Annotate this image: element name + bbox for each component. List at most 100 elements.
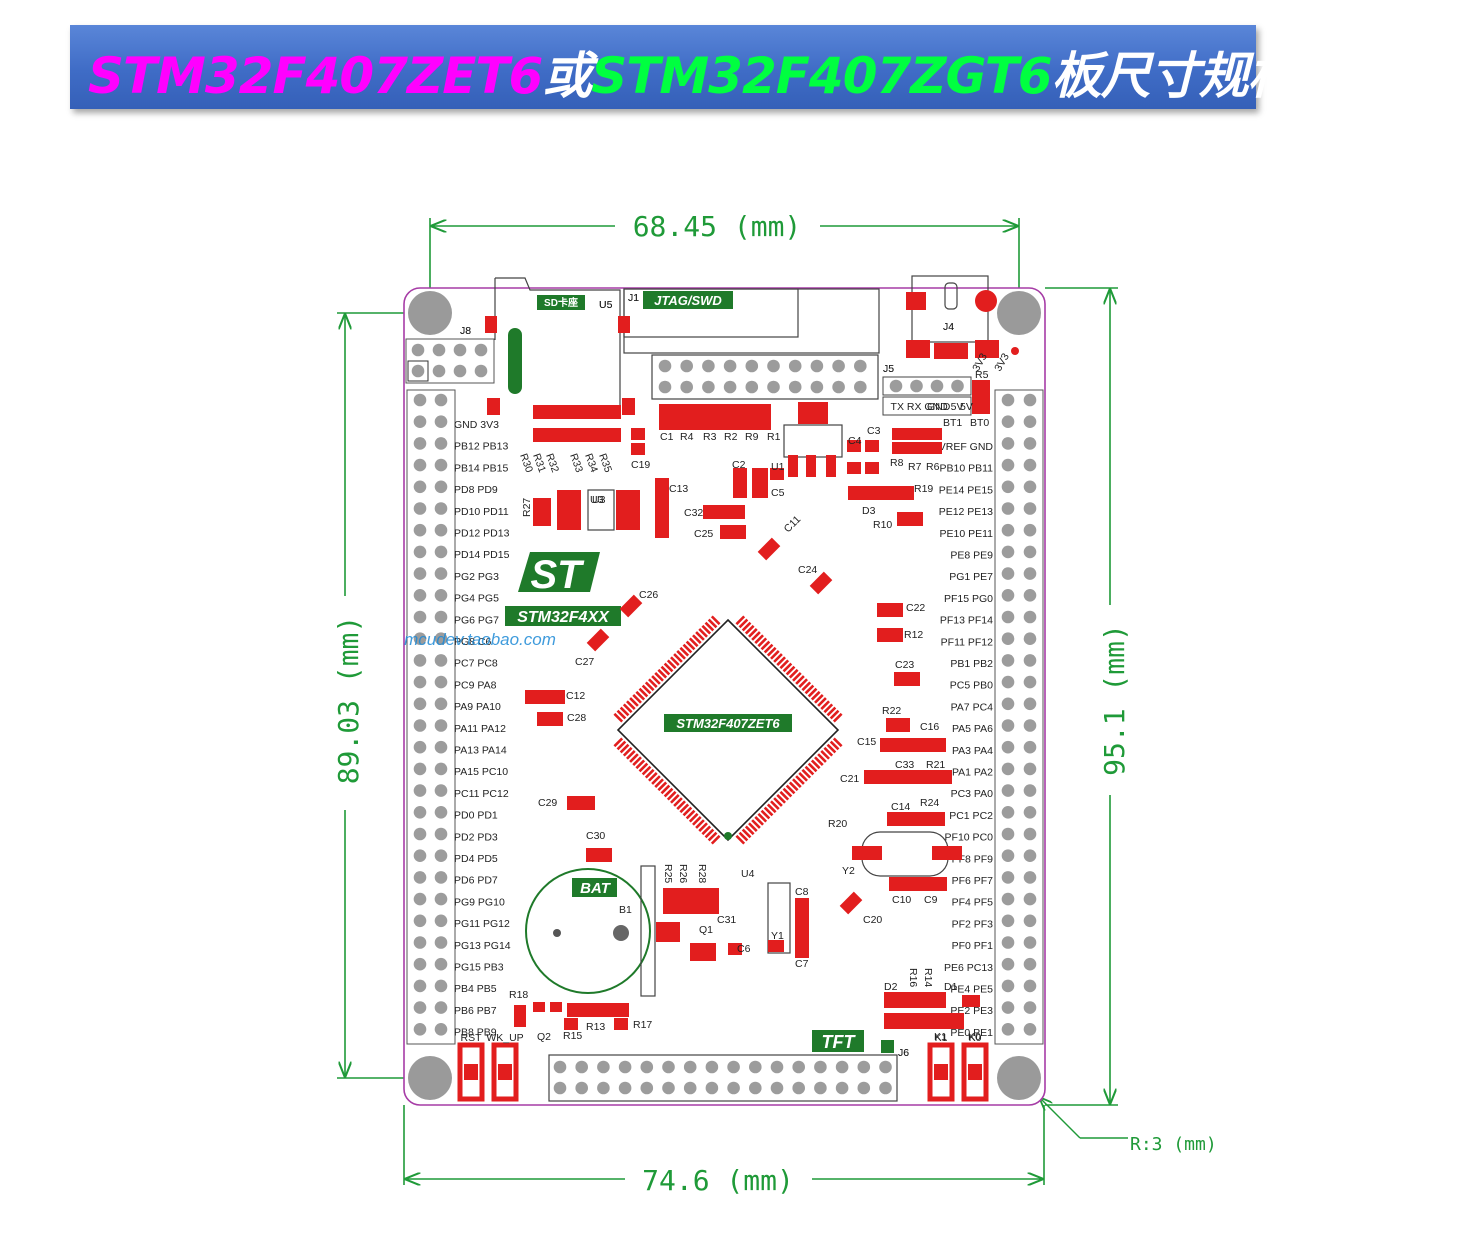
header-pin	[434, 979, 448, 993]
header-pin	[662, 1060, 675, 1074]
component-label: C2	[732, 459, 746, 471]
header-pin	[1001, 458, 1015, 472]
right-pin-label: PB1 PB2	[950, 658, 993, 670]
left-pin-label: PA11 PA12	[454, 723, 506, 735]
mcu-pin	[685, 809, 696, 820]
mcu-pin	[829, 709, 840, 720]
smd-pad	[663, 888, 719, 914]
header-pin	[413, 849, 427, 862]
smd-pad	[487, 398, 500, 415]
dimension-bottom	[403, 1105, 1045, 1185]
header-pin	[1023, 589, 1037, 602]
mcu-pin	[751, 631, 761, 641]
smd-pad	[932, 846, 962, 860]
mcu-pin	[735, 615, 746, 626]
header-pin	[745, 359, 759, 373]
header-pin	[770, 1081, 784, 1095]
mcu-pin	[798, 678, 808, 688]
mcu-pin	[651, 675, 661, 685]
mcu-pin	[814, 694, 824, 704]
battery-hole-a	[553, 929, 561, 937]
smd-pad	[514, 1005, 526, 1027]
mcu-pin	[619, 706, 630, 717]
header-pin	[1001, 914, 1015, 928]
header-pin	[434, 892, 448, 906]
smd-pad	[865, 440, 879, 452]
component-label: K1	[934, 1031, 947, 1043]
left-pin-label: PD6 PD7	[454, 875, 498, 887]
bat-label: BAT	[580, 880, 612, 897]
header-pin	[432, 343, 446, 357]
header-pin	[434, 654, 448, 667]
mcu-pin	[748, 628, 758, 638]
header-pin	[1001, 740, 1015, 754]
button-center	[498, 1064, 512, 1080]
mounting-hole-top-right	[997, 291, 1041, 335]
header-pin	[1023, 784, 1037, 797]
header-pin	[792, 1081, 805, 1095]
header-pin	[1001, 762, 1015, 776]
mcu-pin	[826, 743, 837, 754]
component-label: R19	[914, 483, 933, 495]
mcu-pin	[754, 634, 764, 644]
j5-label-box	[882, 396, 972, 416]
series-label-box	[505, 606, 621, 626]
component-label: C28	[567, 712, 586, 724]
usb-pad	[906, 292, 926, 310]
header-pin	[413, 827, 427, 841]
mcu-pin	[704, 828, 715, 839]
header-pin	[434, 806, 448, 819]
mcu-pin	[622, 746, 633, 757]
smd-pad	[795, 898, 809, 958]
header-pin	[680, 359, 693, 373]
header-pin	[413, 762, 427, 776]
component-label: R14	[922, 968, 934, 987]
mcu-pin	[651, 775, 661, 785]
right-pin-label: PA5 PA6	[952, 723, 993, 735]
component-label: R27	[521, 498, 533, 517]
header-pin	[413, 697, 427, 711]
smd-pad	[690, 943, 716, 961]
component-label: C29	[538, 797, 557, 809]
mcu-pin	[801, 768, 812, 779]
component-label: R20	[828, 818, 847, 830]
header-pin	[413, 654, 427, 667]
smd-pad	[567, 1003, 629, 1017]
mcu-pin	[648, 678, 658, 688]
mcu-pin	[792, 778, 802, 788]
left-pin-label: PG15 PB3	[454, 962, 504, 974]
header-pin	[727, 1081, 740, 1095]
header-pin	[434, 437, 448, 450]
mcu-pin	[679, 803, 690, 814]
component-label: R6	[926, 461, 940, 473]
mcu-pin	[804, 765, 815, 776]
left-pin-label: PG9 PG10	[454, 896, 505, 908]
mcu-pin	[751, 819, 761, 829]
header-pin	[1001, 610, 1015, 624]
mcu-pin	[698, 628, 708, 638]
mcu-pin	[692, 816, 702, 826]
mcu-pin	[688, 637, 699, 648]
mcu-pin	[654, 672, 664, 682]
mcu-pin	[701, 624, 712, 635]
smd-pad	[892, 428, 942, 440]
mounting-hole-bottom-right	[997, 1056, 1041, 1100]
header-pin	[658, 359, 672, 373]
mcu-pin	[648, 772, 658, 782]
mcu-pin	[807, 687, 818, 698]
sd-label: SD卡座	[544, 296, 578, 309]
mcu-pin	[670, 656, 680, 666]
mcu-pin	[829, 740, 840, 751]
mcu-pin	[773, 653, 783, 663]
usb-pad	[975, 340, 999, 358]
component-label: D2	[884, 981, 898, 993]
component-label: R25	[662, 864, 674, 883]
title-banner	[70, 25, 1256, 109]
component-label: R10	[873, 519, 892, 531]
mcu-pin	[804, 684, 815, 695]
left-pin-label: GND 3V3	[454, 419, 499, 431]
component-label: J8	[460, 325, 471, 337]
mcu-pin	[744, 825, 755, 836]
header-pin	[951, 379, 964, 393]
